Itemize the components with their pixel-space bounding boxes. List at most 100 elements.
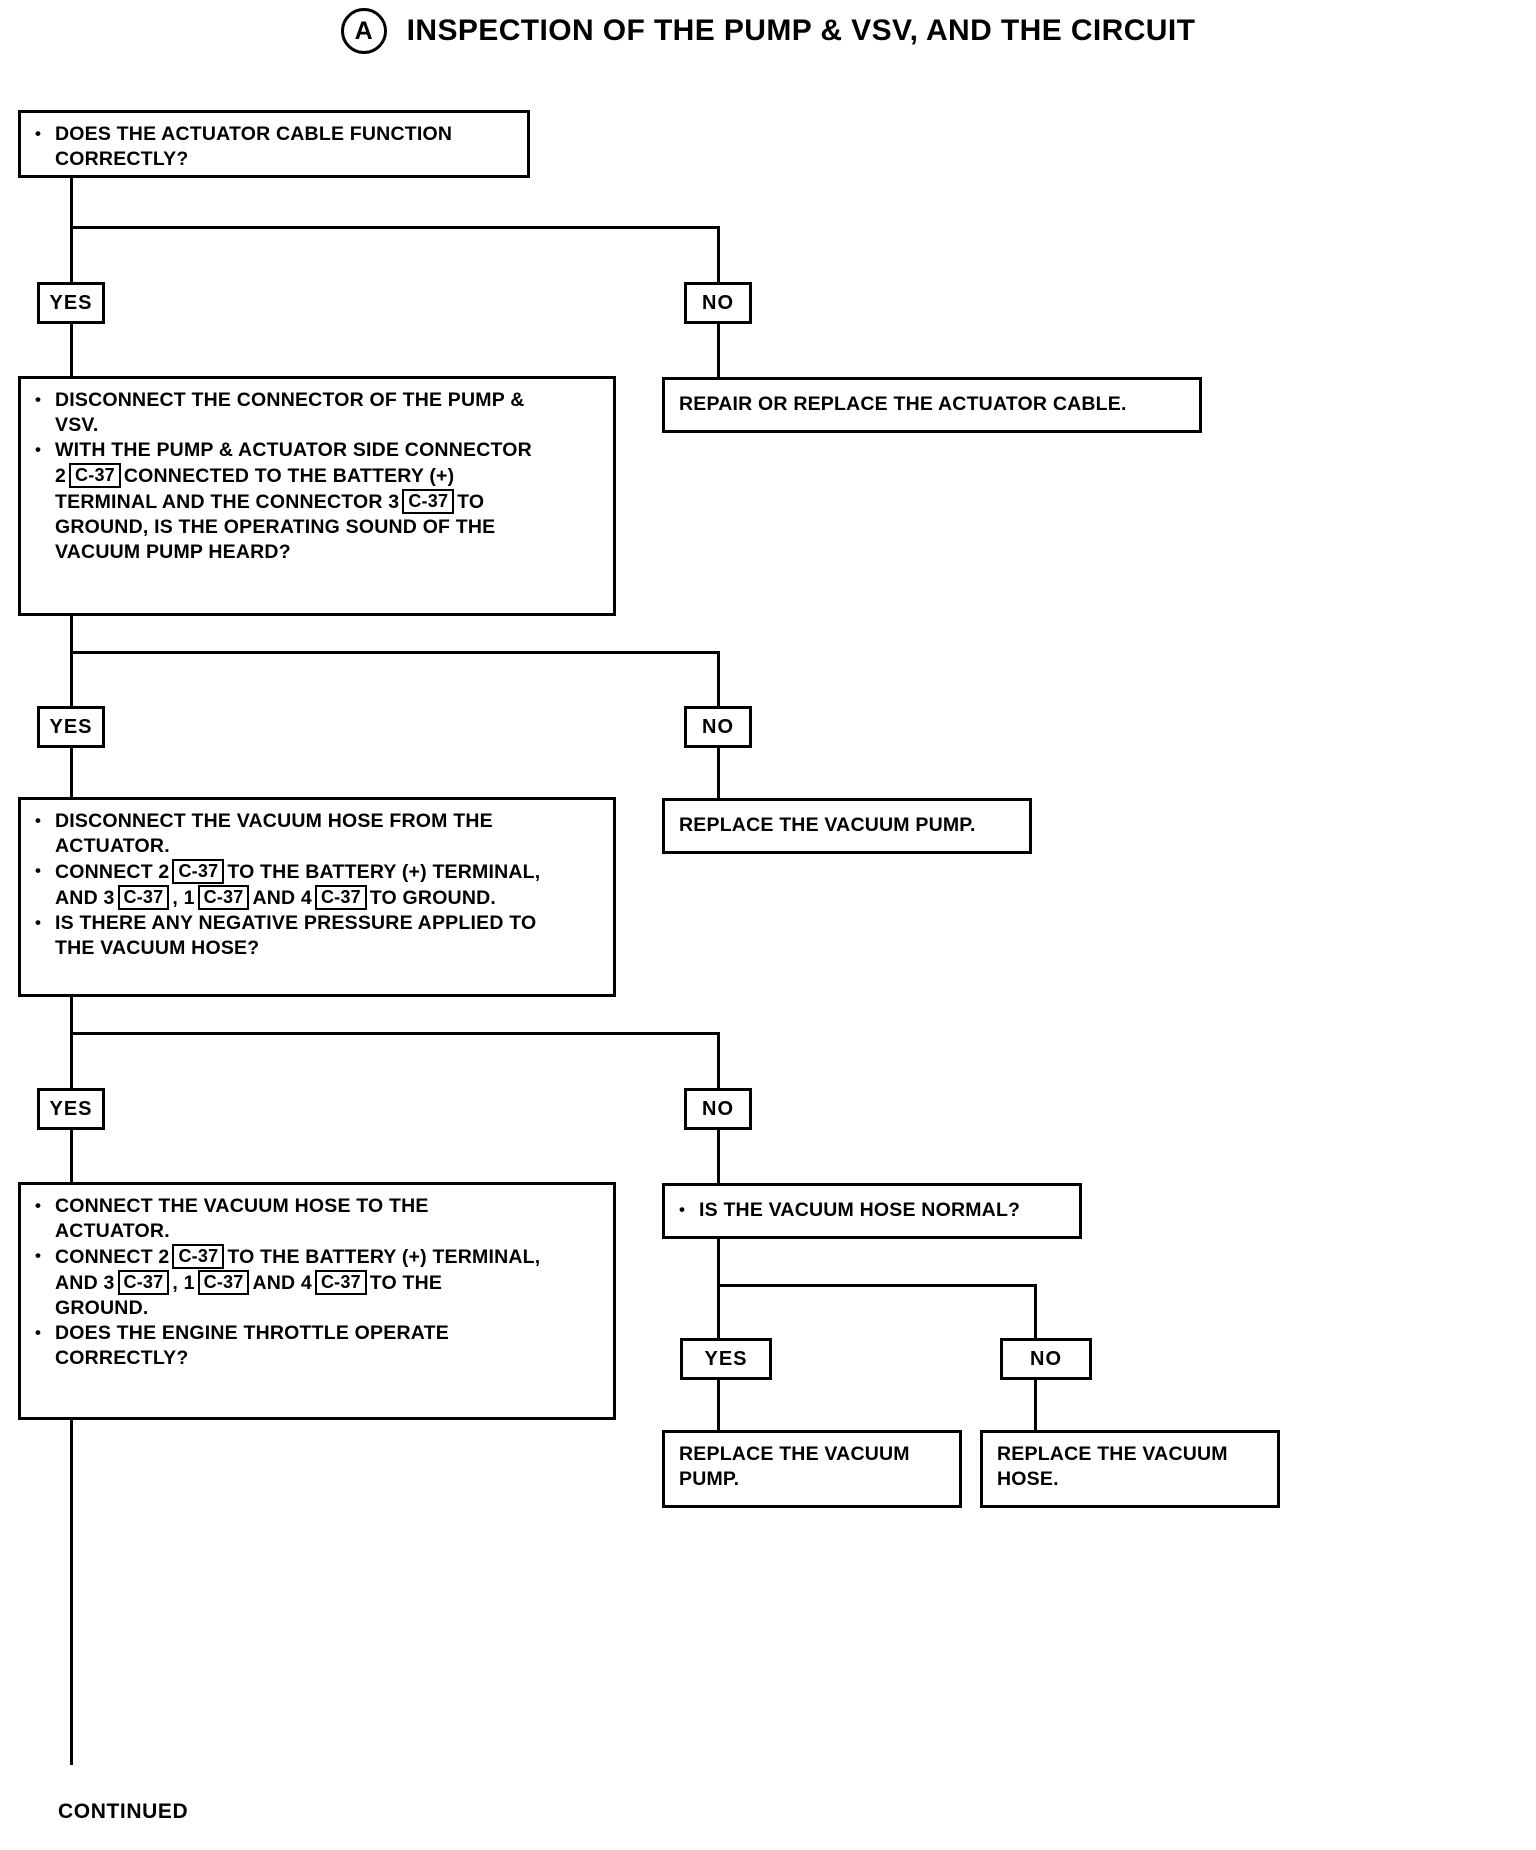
flow-line xyxy=(717,226,720,282)
branch-no-3: NO xyxy=(684,1088,752,1130)
result-box-replace-vacuum-hose: REPLACE THE VACUUM HOSE. xyxy=(980,1430,1280,1508)
question-line: WITH THE PUMP & ACTUATOR SIDE CONNECTOR xyxy=(33,437,603,463)
connector-tag-c37: C-37 xyxy=(69,463,121,488)
flow-line xyxy=(717,651,720,706)
flow-line xyxy=(70,178,73,228)
text-fragment: TO THE BATTERY (+) TERMINAL, xyxy=(227,1246,541,1268)
question-line: VACUUM PUMP HEARD? xyxy=(55,541,291,563)
flow-line xyxy=(70,1130,73,1185)
question-line: GROUND, IS THE OPERATING SOUND OF THE xyxy=(55,516,496,538)
flow-line-continued xyxy=(70,1420,73,1765)
connector-tag-c37: C-37 xyxy=(314,1270,367,1295)
question-line: CORRECTLY? xyxy=(55,148,189,170)
connector-tag-c37: C-37 xyxy=(197,885,250,910)
flow-line xyxy=(70,651,73,706)
question-line: DOES THE ENGINE THROTTLE OPERATE xyxy=(33,1320,603,1346)
branch-no-1: NO xyxy=(684,282,752,324)
branch-yes-3: YES xyxy=(37,1088,105,1130)
flow-line xyxy=(70,651,720,654)
result-line: REPLACE THE VACUUM xyxy=(679,1443,910,1465)
connector-tag-c37: C-37 xyxy=(314,885,367,910)
question-line: CORRECTLY? xyxy=(55,1347,189,1369)
result-line: HOSE. xyxy=(997,1468,1059,1490)
flow-line xyxy=(1034,1380,1037,1432)
branch-yes-1: YES xyxy=(37,282,105,324)
question-box-pump-sound: DISCONNECT THE CONNECTOR OF THE PUMP & V… xyxy=(18,376,616,616)
result-box-replace-vacuum-pump-1: REPLACE THE VACUUM PUMP. xyxy=(662,798,1032,854)
flow-line xyxy=(70,748,73,798)
question-line: VSV. xyxy=(55,414,99,436)
flow-line xyxy=(70,1032,720,1035)
text-fragment: , 1 xyxy=(172,1272,195,1294)
flow-line xyxy=(70,226,720,229)
result-line: REPAIR OR REPLACE THE ACTUATOR CABLE. xyxy=(679,393,1127,415)
flow-line xyxy=(717,1130,720,1185)
question-line: DOES THE ACTUATOR CABLE FUNCTION xyxy=(33,121,517,147)
text-fragment: TERMINAL AND THE CONNECTOR 3 xyxy=(55,491,400,513)
text-fragment: , 1 xyxy=(172,887,195,909)
text-fragment: CONNECT 2 xyxy=(55,1246,170,1268)
result-box-repair-actuator-cable: REPAIR OR REPLACE THE ACTUATOR CABLE. xyxy=(662,377,1202,433)
branch-no-2: NO xyxy=(684,706,752,748)
flow-line xyxy=(717,1284,720,1338)
connector-tag-c37: C-37 xyxy=(117,1270,170,1295)
text-fragment: CONNECTED TO THE BATTERY (+) xyxy=(123,465,455,487)
question-line: ACTUATOR. xyxy=(55,1220,170,1242)
text-fragment: TO THE BATTERY (+) TERMINAL, xyxy=(227,861,541,883)
connector-tag-c37: C-37 xyxy=(172,859,225,884)
flow-line xyxy=(717,748,720,798)
connector-tag-c37: C-37 xyxy=(117,885,170,910)
connector-tag-c37: C-37 xyxy=(197,1270,250,1295)
question-box-vacuum-hose-normal: IS THE VACUUM HOSE NORMAL? xyxy=(662,1183,1082,1239)
question-line: DISCONNECT THE VACUUM HOSE FROM THE xyxy=(33,808,603,834)
result-box-replace-vacuum-pump-2: REPLACE THE VACUUM PUMP. xyxy=(662,1430,962,1508)
question-line: GROUND. xyxy=(55,1297,149,1319)
question-line: DISCONNECT THE CONNECTOR OF THE PUMP & xyxy=(33,387,603,413)
flow-line xyxy=(70,1032,73,1090)
flow-line xyxy=(717,1032,720,1090)
page-title: A INSPECTION OF THE PUMP & VSV, AND THE … xyxy=(0,8,1536,54)
branch-yes-2: YES xyxy=(37,706,105,748)
text-fragment: TO xyxy=(457,491,485,513)
question-line: THE VACUUM HOSE? xyxy=(55,937,260,959)
text-fragment: TO THE xyxy=(369,1272,443,1294)
flow-line xyxy=(1034,1284,1037,1338)
branch-yes-4: YES xyxy=(680,1338,772,1380)
flow-line xyxy=(70,226,73,282)
branch-no-4: NO xyxy=(1000,1338,1092,1380)
question-line: CONNECT THE VACUUM HOSE TO THE xyxy=(33,1193,603,1219)
text-fragment: AND 4 xyxy=(252,1272,312,1294)
flow-line xyxy=(717,324,720,377)
continued-label: CONTINUED xyxy=(58,1800,189,1823)
flow-line xyxy=(717,1380,720,1432)
question-line: ACTUATOR. xyxy=(55,835,170,857)
flow-line xyxy=(717,1239,720,1287)
text-fragment: TO GROUND. xyxy=(369,887,497,909)
flow-line xyxy=(70,616,73,664)
flow-line xyxy=(70,997,73,1047)
result-line: REPLACE THE VACUUM PUMP. xyxy=(679,814,976,836)
result-line: REPLACE THE VACUUM xyxy=(997,1443,1228,1465)
flow-line xyxy=(717,1284,1037,1287)
text-fragment: AND 4 xyxy=(252,887,312,909)
result-line: PUMP. xyxy=(679,1468,740,1490)
text-fragment: AND 3 xyxy=(55,1272,115,1294)
question-box-negative-pressure: DISCONNECT THE VACUUM HOSE FROM THE ACTU… xyxy=(18,797,616,997)
question-box-actuator-cable: DOES THE ACTUATOR CABLE FUNCTION CORRECT… xyxy=(18,110,530,178)
question-box-engine-throttle: CONNECT THE VACUUM HOSE TO THE ACTUATOR.… xyxy=(18,1182,616,1420)
section-badge: A xyxy=(340,8,387,54)
text-fragment: CONNECT 2 xyxy=(55,861,170,883)
text-fragment: 2 xyxy=(55,465,67,487)
page-title-text: INSPECTION OF THE PUMP & VSV, AND THE CI… xyxy=(406,14,1196,47)
connector-tag-c37: C-37 xyxy=(172,1244,225,1269)
flow-line xyxy=(70,324,73,376)
question-line: IS THE VACUUM HOSE NORMAL? xyxy=(677,1197,1069,1223)
text-fragment: AND 3 xyxy=(55,887,115,909)
connector-tag-c37: C-37 xyxy=(402,489,455,514)
